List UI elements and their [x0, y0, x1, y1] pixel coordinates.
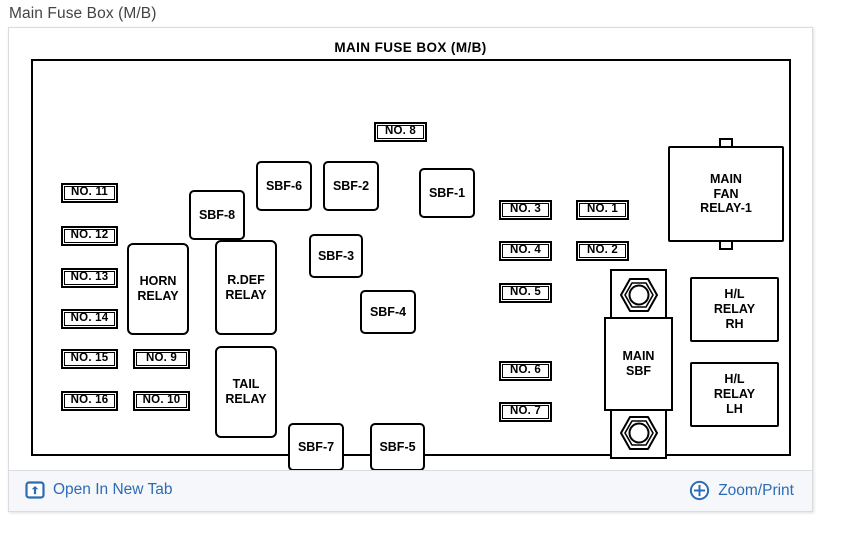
sbf-chip-sbf-3: SBF-3	[309, 234, 363, 278]
open-in-new-tab-label: Open In New Tab	[53, 481, 173, 498]
relay-rdef-relay: R.DEF RELAY	[215, 240, 277, 335]
main-sbf-bolt-top	[618, 276, 660, 319]
fuse-tag-no-6: NO. 6	[499, 361, 552, 381]
main-sbf-bolt-bottom	[618, 414, 660, 457]
relay-horn-relay: HORN RELAY	[127, 243, 189, 335]
relay-tail-relay: TAIL RELAY	[215, 346, 277, 438]
page-title: Main Fuse Box (M/B)	[9, 5, 157, 22]
fuse-tag-no-12: NO. 12	[61, 226, 118, 246]
fuse-tag-no-16: NO. 16	[61, 391, 118, 411]
fuse-tag-no-2: NO. 2	[576, 241, 629, 261]
diagram-heading: MAIN FUSE BOX (M/B)	[334, 40, 487, 55]
sbf-chip-sbf-1: SBF-1	[419, 168, 475, 218]
fuse-tag-no-4: NO. 4	[499, 241, 552, 261]
relay-connector-tab-top	[719, 138, 733, 148]
diagram-card: MAIN FUSE BOX (M/B) NO. 8 NO. 11 NO. 12 NO.…	[8, 27, 813, 512]
sbf-chip-sbf-7: SBF-7	[288, 423, 344, 470]
fuse-tag-no-11: NO. 11	[61, 183, 118, 203]
diagram-viewport: MAIN FUSE BOX (M/B) NO. 8 NO. 11 NO. 12 NO.…	[9, 28, 812, 470]
fuse-tag-no-3: NO. 3	[499, 200, 552, 220]
plus-circle-icon	[689, 480, 710, 501]
zoom-print-button[interactable]: Zoom/Print	[689, 480, 794, 501]
fuse-tag-no-14: NO. 14	[61, 309, 118, 329]
sbf-chip-sbf-8: SBF-8	[189, 190, 245, 240]
fuse-tag-no-8: NO. 8	[374, 122, 427, 142]
fuse-tag-no-13: NO. 13	[61, 268, 118, 288]
sbf-chip-sbf-5: SBF-5	[370, 423, 425, 470]
sbf-chip-sbf-4: SBF-4	[360, 290, 416, 334]
relay-hl-relay-lh: H/L RELAY LH	[690, 362, 779, 427]
relay-hl-relay-rh: H/L RELAY RH	[690, 277, 779, 342]
fuse-tag-no-7: NO. 7	[499, 402, 552, 422]
zoom-print-label: Zoom/Print	[718, 481, 794, 499]
fuse-tag-no-9: NO. 9	[133, 349, 190, 369]
fuse-tag-no-5: NO. 5	[499, 283, 552, 303]
sbf-chip-sbf-2: SBF-2	[323, 161, 379, 211]
relay-main-fan-relay-1: MAIN FAN RELAY-1	[668, 146, 784, 242]
sbf-chip-sbf-6: SBF-6	[256, 161, 312, 211]
open-external-icon	[25, 480, 45, 500]
main-sbf-plate: MAIN SBF	[604, 317, 673, 411]
fuse-tag-no-10: NO. 10	[133, 391, 190, 411]
action-bar: Open In New Tab Zoom/Print	[9, 470, 812, 511]
fuse-tag-no-15: NO. 15	[61, 349, 118, 369]
open-in-new-tab-button[interactable]: Open In New Tab	[25, 480, 172, 500]
relay-connector-tab-bottom	[719, 240, 733, 250]
fuse-tag-no-1: NO. 1	[576, 200, 629, 220]
